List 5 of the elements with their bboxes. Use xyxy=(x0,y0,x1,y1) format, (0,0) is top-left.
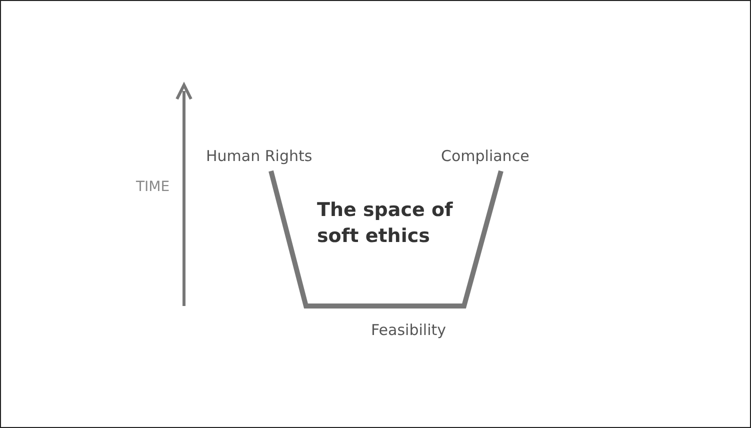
side-label: Feasibility xyxy=(371,321,446,339)
axis-label: TIME xyxy=(136,179,170,195)
side-label: Human Rights xyxy=(206,147,312,165)
heading-text: The space of soft ethics xyxy=(317,198,454,249)
side-label: Compliance xyxy=(441,147,530,165)
